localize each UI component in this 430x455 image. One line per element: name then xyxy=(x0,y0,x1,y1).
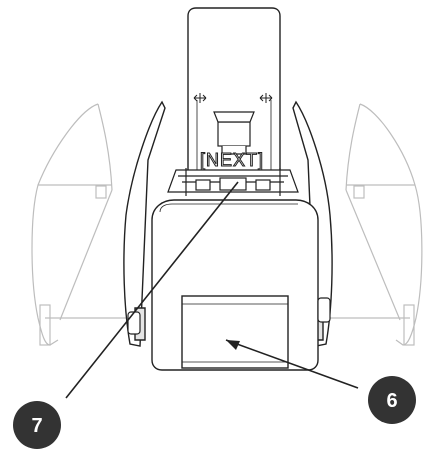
left-knob xyxy=(127,311,141,335)
paper-support xyxy=(187,7,281,180)
callout-6: 6 xyxy=(368,376,416,424)
horizontal-arrows-icon xyxy=(259,93,273,103)
brand-label: [NEXT] xyxy=(200,150,264,170)
horizontal-arrows-icon xyxy=(193,93,207,103)
callout-7-line xyxy=(65,181,239,399)
right-ghost-tray xyxy=(318,103,423,346)
feed-mechanism xyxy=(167,168,299,196)
callout-7: 7 xyxy=(13,401,61,449)
callout-6-label: 6 xyxy=(386,390,397,412)
right-knob xyxy=(317,297,331,323)
callout-7-label: 7 xyxy=(31,415,42,437)
callout-6-line xyxy=(225,339,359,389)
callout-6-arrowhead xyxy=(226,340,240,350)
left-ghost-tray xyxy=(31,103,130,346)
paper-clamp xyxy=(213,111,255,155)
